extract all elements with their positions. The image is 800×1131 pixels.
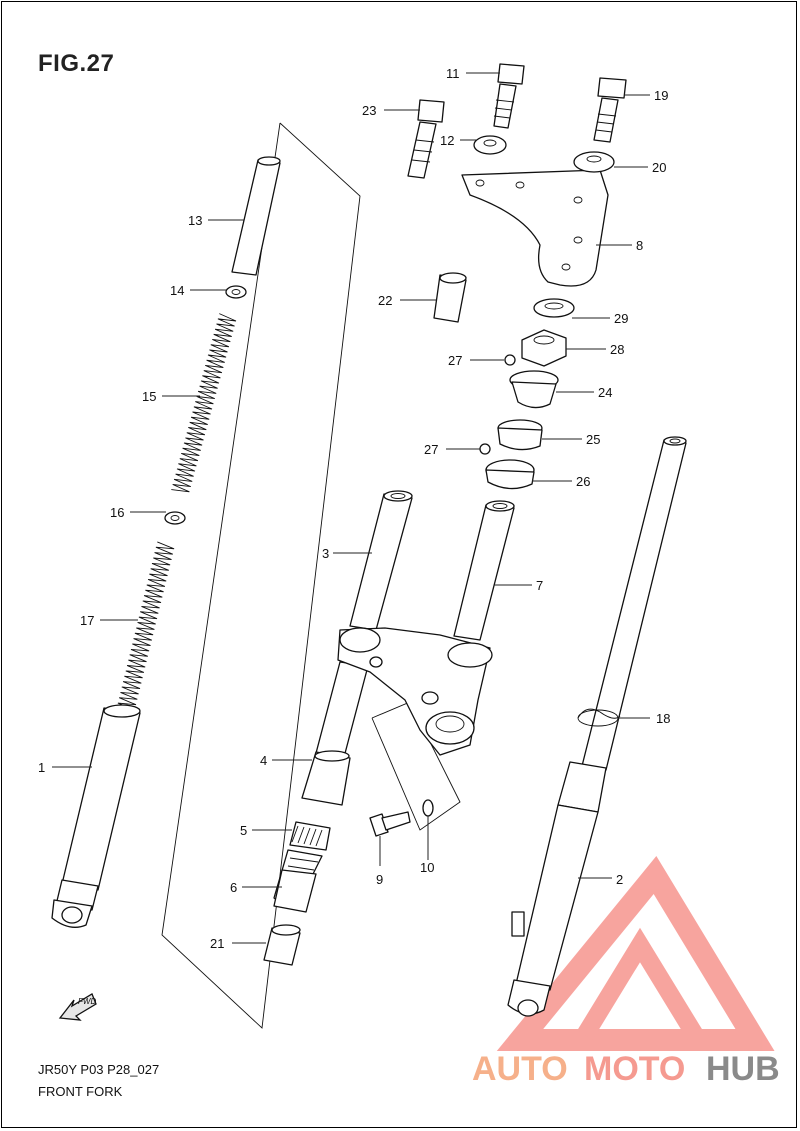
watermark-logo-icon: [496, 855, 775, 1051]
callout-26: 26: [576, 474, 590, 489]
model-code: JR50Y P03 P28_027: [38, 1062, 160, 1077]
spring17-coil: [115, 541, 175, 716]
callout-23: 23: [362, 103, 376, 118]
watermark-auto: AUTO: [472, 1050, 568, 1088]
callout-16: 16: [110, 505, 124, 520]
part-26-race: [485, 459, 535, 490]
assembly-outline: [161, 122, 361, 1029]
callout-9: 9: [376, 872, 383, 887]
callout-5: 5: [240, 823, 247, 838]
callout-2: 2: [616, 872, 623, 887]
part-11-bolt: [493, 63, 525, 129]
part-2-outer-tube-right: [507, 436, 687, 1017]
part-5-oil-seal: [289, 821, 331, 851]
part-22-cap: [433, 272, 467, 323]
callout-11: 11: [446, 66, 460, 81]
part-1-outer-tube-left: [51, 704, 141, 928]
callout-13: 13: [188, 213, 202, 228]
callout-21: 21: [210, 936, 224, 951]
part-21-stopper: [263, 924, 301, 966]
callout-25: 25: [586, 432, 600, 447]
part-17-spring: [115, 541, 175, 716]
callout-15: 15: [142, 389, 156, 404]
section-name: FRONT FORK: [38, 1084, 123, 1099]
assembly-outline-bolt: [371, 701, 461, 831]
leader-lines: [52, 72, 650, 944]
part-9-bolt: [369, 811, 411, 837]
callout-28: 28: [610, 342, 624, 357]
part-29-lock-nut: [533, 298, 575, 318]
part-15-spring: [171, 313, 237, 493]
part-27-ball-lower: [479, 443, 491, 455]
part-12-washer: [473, 135, 507, 155]
part-19-bolt: [593, 77, 627, 143]
part-20-washer: [573, 151, 615, 173]
part-28-nut: [521, 329, 567, 367]
part-24-race: [509, 370, 559, 409]
figure-title: FIG.27: [38, 50, 115, 77]
callout-27-lower: 27: [424, 442, 438, 457]
part-23-bolt: [407, 99, 445, 179]
part-14-washer: [225, 285, 247, 299]
fwd-arrow-icon: FWD: [58, 993, 97, 1021]
fwd-label: FWD: [78, 997, 96, 1006]
callout-29: 29: [614, 311, 628, 326]
part-4-dust-seal: [301, 750, 351, 806]
part-3-inner-tube: [309, 490, 413, 781]
part-7-steering-stem: [337, 500, 515, 756]
callout-10: 10: [420, 860, 434, 875]
callout-19: 19: [654, 88, 668, 103]
watermark-text: AUTO MOTO HUB: [472, 1050, 780, 1088]
part-16-washer: [164, 511, 186, 525]
callout-24: 24: [598, 385, 612, 400]
part-8-upper-bracket: [461, 169, 609, 287]
part-6-bushing: [273, 849, 323, 913]
spring15-coil: [171, 313, 237, 493]
callout-3: 3: [322, 546, 329, 561]
part-10-washer: [422, 799, 434, 817]
callout-labels: 1 2 3 4 5 6 7 8 9 10 11 12 13 14 15 16 1…: [38, 66, 670, 951]
callout-17: 17: [80, 613, 94, 628]
callout-4: 4: [260, 753, 267, 768]
callout-20: 20: [652, 160, 666, 175]
callout-18: 18: [656, 711, 670, 726]
callout-6: 6: [230, 880, 237, 895]
callout-7: 7: [536, 578, 543, 593]
callout-12: 12: [440, 133, 454, 148]
callout-14: 14: [170, 283, 184, 298]
watermark-moto: MOTO: [584, 1050, 685, 1088]
callout-22: 22: [378, 293, 392, 308]
part-25-race: [497, 419, 543, 451]
callout-8: 8: [636, 238, 643, 253]
callout-1: 1: [38, 760, 45, 775]
callout-27-upper: 27: [448, 353, 462, 368]
part-13-spacer: [231, 156, 281, 276]
part-27-ball-upper: [504, 354, 516, 366]
watermark-hub: HUB: [706, 1050, 780, 1088]
